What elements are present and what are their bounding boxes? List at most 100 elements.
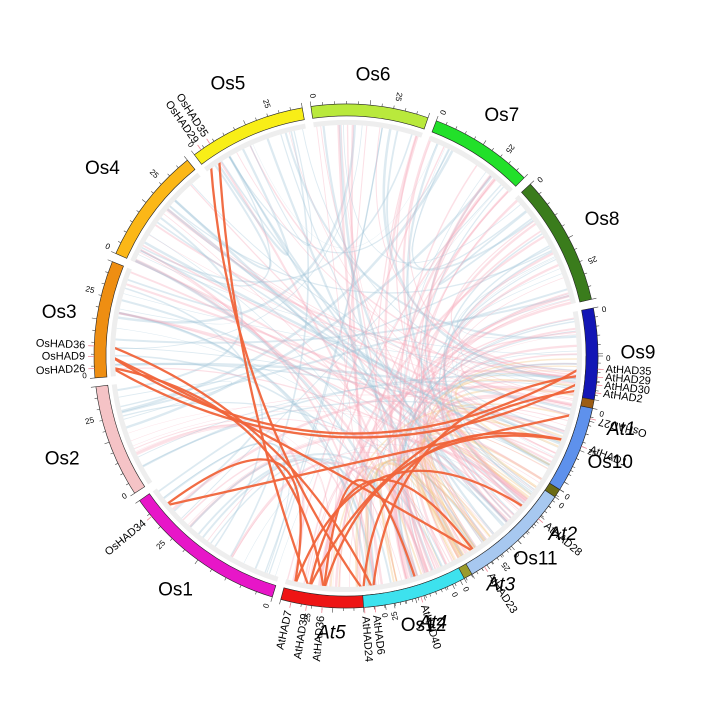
tick-mark xyxy=(417,111,418,114)
gene-marker xyxy=(198,145,201,150)
tick-mark xyxy=(591,417,594,418)
gene-marker xyxy=(538,519,543,523)
tick-mark xyxy=(99,420,102,421)
gene-marker xyxy=(421,597,423,603)
tick-label: 0 xyxy=(461,584,471,593)
tick-mark xyxy=(240,585,241,588)
tick-label: 0 xyxy=(120,491,129,501)
tick-mark xyxy=(509,548,511,550)
tick-label: 0 xyxy=(563,492,572,502)
tick-label: 0 xyxy=(557,500,566,510)
chromosome-label: Os2 xyxy=(45,448,80,469)
tick-mark xyxy=(572,466,575,467)
tick-mark xyxy=(564,482,567,484)
tick-mark xyxy=(290,107,291,110)
tick-mark xyxy=(103,431,106,432)
tick-mark xyxy=(580,260,583,261)
tick-mark xyxy=(394,106,395,109)
gene-label: OsHAD9 xyxy=(42,351,85,363)
gene-marker xyxy=(484,567,487,572)
tick-label: 25 xyxy=(84,415,95,426)
tick-mark xyxy=(102,283,105,284)
tick-mark xyxy=(540,516,544,519)
gene-label: OsHAD26 xyxy=(36,363,86,377)
gene-marker xyxy=(595,393,601,394)
tick-label: 0 xyxy=(535,175,545,185)
tick-mark xyxy=(539,192,541,194)
tick-mark xyxy=(104,442,109,444)
tick-mark xyxy=(225,578,226,581)
tick-label: 25 xyxy=(499,560,512,573)
tick-mark xyxy=(588,286,591,287)
tick-mark xyxy=(576,458,579,459)
tick-mark xyxy=(523,536,525,538)
tick-mark xyxy=(517,168,519,170)
tick-mark xyxy=(405,108,406,111)
tick-mark xyxy=(589,421,594,422)
chromosome-label: Os6 xyxy=(356,64,391,85)
tick-label: 0 xyxy=(308,93,318,99)
tick-mark xyxy=(279,599,280,604)
chromosome-label: Os1 xyxy=(158,580,193,601)
tick-mark xyxy=(271,597,272,602)
tick-mark xyxy=(474,137,476,140)
tick-mark xyxy=(465,131,466,134)
tick-mark xyxy=(405,601,406,604)
tick-mark xyxy=(586,434,589,435)
tick-mark xyxy=(142,200,146,203)
tick-mark xyxy=(497,558,499,560)
gene-marker xyxy=(375,606,376,612)
tick-mark xyxy=(418,597,419,600)
gene-label: OsHAD34 xyxy=(103,517,149,558)
tick-label: 25 xyxy=(148,168,161,181)
gene-marker xyxy=(590,419,596,420)
tick-mark xyxy=(524,174,528,178)
tick-mark xyxy=(195,560,198,564)
tick-mark xyxy=(555,497,559,500)
tick-mark xyxy=(592,408,597,409)
tick-label: 0 xyxy=(450,591,460,599)
tick-mark xyxy=(430,594,431,597)
tick-mark xyxy=(233,127,234,130)
tick-mark xyxy=(534,524,536,526)
tick-mark xyxy=(151,191,153,193)
tick-mark xyxy=(184,156,187,160)
chromosome-label: Os4 xyxy=(85,158,120,179)
tick-mark xyxy=(428,113,430,118)
tick-mark xyxy=(124,231,127,232)
tick-mark xyxy=(415,598,416,603)
tick-mark xyxy=(562,225,565,227)
chromosome-os9 xyxy=(582,308,598,400)
gene-marker xyxy=(306,605,307,611)
chromosome-label: Os9 xyxy=(621,342,656,363)
gene-marker xyxy=(581,446,587,448)
tick-mark xyxy=(592,298,597,299)
tick-mark xyxy=(527,531,529,533)
tick-label: 0 xyxy=(600,304,607,314)
gene-marker xyxy=(596,385,602,386)
tick-mark xyxy=(560,490,564,493)
tick-mark xyxy=(555,213,557,215)
tick-mark xyxy=(301,604,302,607)
tick-mark xyxy=(147,514,149,516)
tick-mark xyxy=(569,235,573,237)
tick-mark xyxy=(183,550,185,552)
tick-mark xyxy=(464,579,466,583)
tick-mark xyxy=(120,474,123,475)
tick-mark xyxy=(477,572,479,575)
gene-marker xyxy=(597,377,603,378)
tick-mark xyxy=(584,273,587,274)
tick-mark xyxy=(158,527,160,529)
tick-mark xyxy=(301,103,302,108)
background-link xyxy=(138,131,413,282)
tick-mark xyxy=(96,306,99,307)
chromosome-os2 xyxy=(96,385,145,493)
gene-label: AtHAD24 xyxy=(359,616,374,663)
gene-label: OsHAD36 xyxy=(36,338,86,352)
tick-mark xyxy=(447,587,448,590)
tick-mark xyxy=(168,174,170,176)
tick-mark xyxy=(310,102,311,107)
tick-mark xyxy=(115,463,118,464)
gene-label: AtHAD36 xyxy=(311,615,327,662)
